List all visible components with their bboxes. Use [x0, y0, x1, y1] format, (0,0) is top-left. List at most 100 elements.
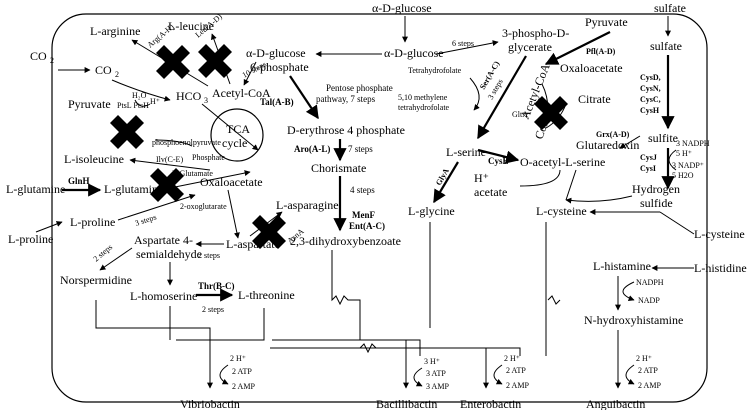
label-cysj: CysJ [640, 153, 657, 162]
svg-text:3: 3 [204, 96, 208, 105]
label-l-proline-inside: L-proline [70, 215, 115, 229]
label-norspermidine: Norspermidine [60, 273, 132, 287]
label-hco3: HCO [176, 89, 202, 103]
svg-text:2: 2 [115, 70, 119, 79]
label-vib-amp: 2 AMP [232, 382, 255, 391]
label-hydrogen-2: sulfide [640, 196, 673, 210]
label-pts: PtsL PtsH [117, 101, 149, 110]
label-l-glutamine-inside: L-glutamine [104, 182, 163, 196]
block-cross-ilv [150, 168, 184, 202]
label-h-plus-small: H⁺ [150, 97, 160, 106]
label-ang-atp: 2 ATP [638, 366, 658, 375]
label-3pg-2: glycerate [508, 40, 552, 54]
label-ppp-1: Pentose phosphate [326, 83, 393, 93]
label-three-nadp: 3 NADP⁺ [672, 161, 704, 170]
label-l-isoleucine: L-isoleucine [64, 152, 124, 166]
label-anguibactin: Anguibactin [586, 397, 645, 410]
label-bac-amp: 3 AMP [426, 382, 449, 391]
label-tal-a-b: Tal(A-B) [260, 97, 294, 107]
label-asp-semi-1: Aspartate 4- [134, 233, 193, 247]
label-ang-amp: 2 AMP [638, 381, 661, 390]
label-vib-h: 2 H⁺ [230, 354, 246, 363]
label-bac-atp: 3 ATP [426, 369, 446, 378]
cys-item-3: CysH [640, 106, 660, 115]
label-nadp: NADP [638, 296, 660, 305]
label-cysi: CysI [640, 164, 656, 173]
label-vibriobactin: Vibriobactin [180, 397, 240, 410]
label-bac-h: 3 H⁺ [424, 357, 440, 366]
label-three-steps: 3 steps [134, 213, 158, 228]
block-cross-leu [198, 44, 232, 78]
label-ang-h: 2 H⁺ [636, 354, 652, 363]
label-ppp-2: pathway, 7 steps [316, 94, 376, 104]
label-d-erythrose: D-erythrose 4 phosphate [287, 123, 405, 137]
label-sulfate-inside: sulfate [650, 39, 682, 53]
cys-item-1: CysN, [640, 84, 661, 93]
label-ent-a-c: Ent(A-C) [349, 221, 385, 231]
label-five-h2o: 5 H2O [672, 171, 694, 180]
cell-boundary [51, 13, 708, 403]
label-arg-a-h: Arg(A-H) [146, 22, 176, 50]
label-hydrogen-1: Hydrogen [632, 182, 680, 196]
label-h-plus-acetate: H⁺ [474, 171, 489, 185]
label-n-hydroxyhistamine: N-hydroxyhistamine [584, 313, 683, 327]
label-bacillibactin: Bacillibactin [376, 397, 437, 410]
label-l-cysteine-inside: L-cysteine [536, 204, 587, 218]
label-co2-inside: CO [95, 63, 112, 77]
label-phosphoenolpyruvate: phosphoenolpyruvate [152, 138, 221, 147]
label-l-threonine: L-threonine [238, 288, 295, 302]
label-h2o: H₂O [132, 91, 147, 100]
label-acetyl-coa: Acetyl-CoA [212, 86, 271, 100]
label-l-cysteine-outside: L-cysteine [694, 227, 745, 241]
label-ent-amp: 2 AMP [506, 381, 529, 390]
label-glta: GltA [512, 110, 528, 119]
label-glnh: GlnH [68, 176, 90, 186]
cys-item-0: CysD, [640, 73, 661, 82]
label-l-glycine: L-glycine [408, 204, 455, 218]
label-cyse: CysE [488, 156, 509, 166]
label-four-steps: 4 steps [350, 185, 375, 195]
label-asp-semi-2: semialdehyde [136, 247, 202, 261]
tca-cycle-circle [210, 108, 264, 162]
label-five-h: 5 H⁺ [676, 149, 692, 158]
block-cross-asna [252, 215, 286, 249]
label-l-arginine: L-arginine [90, 24, 140, 38]
label-citrate: Citrate [578, 92, 611, 106]
label-tetrahydrofolate: Tetrahydrofolate [408, 66, 462, 75]
label-co2-outside: CO [30, 49, 47, 63]
label-three-nadph: 3 NADPH [676, 139, 710, 148]
label-six-steps: 6 steps [452, 39, 474, 48]
label-enterobactin: Enterobactin [460, 397, 521, 410]
label-sulfite: sulfite [648, 131, 678, 145]
label-l-asparagine: L-asparagine [276, 198, 339, 212]
label-phosphate: Phosphate [192, 153, 225, 162]
label-ent-atp: 2 ATP [506, 366, 526, 375]
label-acetate: acetate [474, 185, 507, 199]
label-pyruvate-left: Pyruvate [68, 97, 111, 111]
label-glucose-6p-1: α-D-glucose [246, 46, 306, 60]
label-oxaloacetate-right: Oxaloacetate [560, 61, 623, 75]
label-l-leucine: L-leucine [168, 19, 214, 33]
label-pyruvate-right: Pyruvate [585, 15, 628, 29]
label-chorismate: Chorismate [311, 161, 366, 175]
label-l-serine: L-serine [446, 145, 486, 159]
label-menf: MenF [352, 210, 375, 220]
label-aro-a-l: Aro(A-L) [294, 144, 330, 154]
label-ent-h: 2 H⁺ [504, 354, 520, 363]
block-cross-arg [156, 45, 190, 79]
label-thr-b-c: Thr(B-C) [198, 281, 235, 291]
label-l-aspartate: L-aspartate [226, 237, 280, 251]
block-cross-pts [110, 115, 144, 149]
label-o-acetyl-serine: O-acetyl-L-serine [520, 155, 605, 169]
label-tca: TCA [226, 122, 250, 136]
label-l-proline-outside: L-proline [8, 232, 53, 246]
label-seven-steps: 7 steps [348, 144, 373, 154]
label-alpha-d-glucose-top: α-D-glucose [372, 1, 432, 15]
label-dihydroxybenzoate: 2,3-dihydroxybenzoate [290, 234, 401, 248]
label-two-steps-c: 2 steps [202, 305, 224, 314]
label-methylene-2: tetrahydrofolate [398, 103, 450, 112]
label-3pg-1: 3-phospho-D- [502, 26, 569, 40]
svg-text:2: 2 [50, 56, 54, 65]
